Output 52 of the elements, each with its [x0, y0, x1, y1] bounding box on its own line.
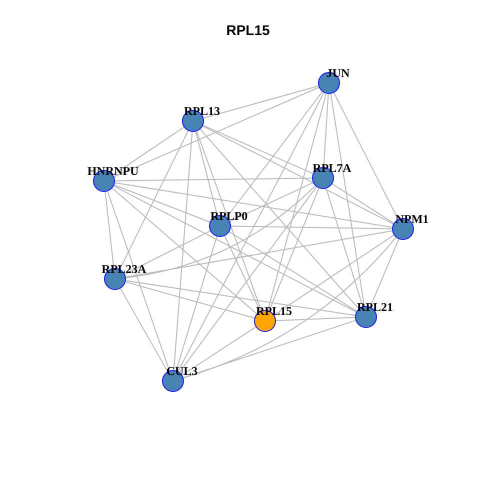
edge-line [182, 320, 356, 378]
edge-line [268, 188, 320, 312]
node-label: RPL13 [184, 104, 220, 118]
edge-line [178, 92, 324, 372]
node-label: RPL23A [102, 262, 146, 276]
edge-line [274, 234, 394, 316]
node-label: RPL15 [256, 304, 292, 318]
edge-line [224, 235, 261, 312]
edge-line [114, 184, 210, 223]
edge-line [267, 93, 327, 311]
edge-line [107, 190, 170, 372]
edge-line [119, 130, 189, 270]
edge-line [124, 230, 211, 275]
edge-line [326, 188, 364, 307]
edge-line [125, 280, 356, 316]
chart-title: RPL15 [226, 21, 270, 39]
edge-line [114, 182, 393, 228]
edge-line [112, 126, 184, 176]
edge-line [276, 316, 356, 322]
edge-line [113, 186, 357, 312]
edge-line [229, 182, 314, 222]
edge-line [112, 188, 258, 314]
edge-line [125, 230, 393, 278]
edge-line [173, 131, 193, 371]
edge-line [202, 126, 394, 224]
node-label: CUL3 [166, 364, 198, 378]
edge-line [370, 238, 400, 308]
node-label: RPL21 [357, 300, 393, 314]
edge-line [230, 226, 392, 230]
edge-line [104, 191, 114, 269]
node-label: JUN [326, 66, 350, 80]
edge-line [182, 326, 256, 376]
edge-line [114, 86, 320, 178]
edge-line [200, 128, 360, 310]
edge-line [125, 281, 255, 319]
edge-line [333, 92, 399, 220]
node-label: RPLP0 [210, 209, 248, 223]
edge-line [332, 183, 394, 224]
edge-line [125, 185, 316, 278]
edge-line [202, 124, 314, 174]
node-label: HNRNPU [87, 164, 139, 178]
edge-line [228, 231, 358, 312]
edge-line [179, 186, 317, 373]
edge-line [330, 93, 365, 307]
edge-line [120, 288, 168, 372]
edge-line [183, 236, 396, 378]
edge-line [203, 85, 319, 119]
edge-line [196, 130, 262, 312]
edge-line [226, 91, 323, 218]
node-label: NPM1 [395, 212, 429, 226]
node-label: RPL7A [312, 161, 352, 175]
edge-line [114, 178, 312, 182]
